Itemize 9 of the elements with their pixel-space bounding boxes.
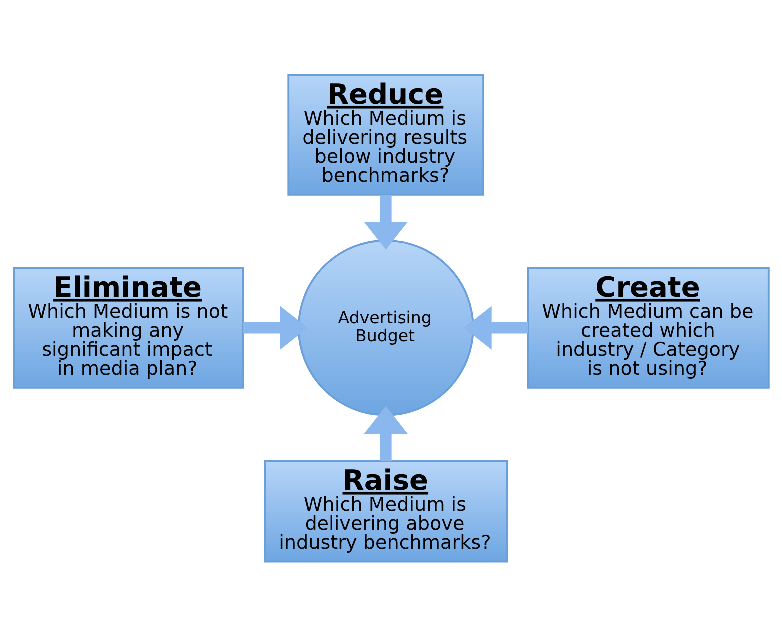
arrow	[364, 194, 408, 250]
node-circle: Advertising Budget	[297, 239, 474, 416]
node-box: Raise Which Medium is delivering above industry benchmarks?	[264, 460, 508, 562]
node-box: Eliminate Which Medium is not making any significant impact in media plan?	[12, 266, 244, 388]
node-box: Reduce Which Medium is delivering results below industry benchmarks?	[287, 74, 484, 196]
arrow	[464, 306, 528, 350]
arrow	[242, 306, 308, 350]
arrow	[364, 406, 408, 461]
node-box: Create Which Medium can be created which industry / Category is not using?	[526, 266, 770, 388]
